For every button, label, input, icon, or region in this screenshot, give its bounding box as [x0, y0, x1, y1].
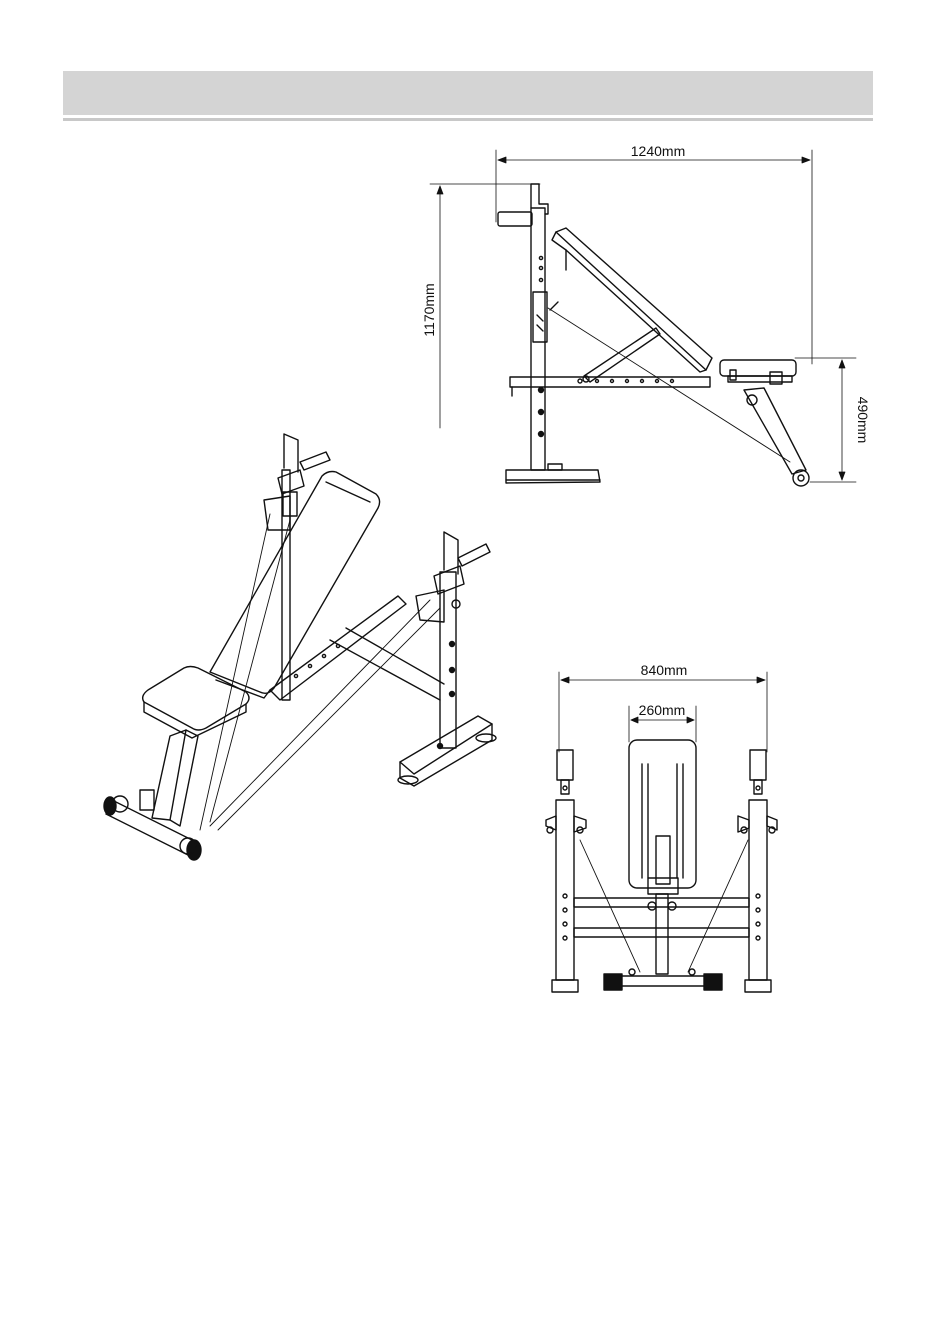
side-cable — [548, 308, 790, 462]
front-view: 840mm 260mm — [546, 662, 777, 992]
dim-seat-height-label: 490mm — [855, 397, 871, 444]
dim-backrest-width-label: 260mm — [639, 702, 686, 718]
front-right-upright — [738, 750, 777, 992]
front-backrest — [629, 740, 696, 894]
front-centre-post — [604, 894, 722, 990]
front-crossbars — [574, 840, 749, 972]
persp-left-upright — [264, 434, 330, 700]
side-seat — [720, 360, 796, 382]
persp-seat-leg — [140, 730, 198, 826]
dim-front-width-label: 840mm — [641, 662, 688, 678]
persp-front-base — [104, 796, 201, 860]
persp-backrest — [210, 472, 380, 699]
dim-seat-height — [795, 358, 856, 482]
dim-side-height — [430, 184, 540, 428]
side-upright — [498, 184, 558, 470]
dim-side-height-label: 1170mm — [421, 283, 437, 336]
side-frame-rail — [510, 377, 710, 396]
side-base-foot — [506, 464, 600, 483]
side-view: 1240mm 1170mm 490mm — [421, 143, 871, 486]
side-backrest — [552, 228, 712, 372]
persp-seat — [143, 667, 249, 739]
persp-right-upright — [416, 532, 490, 748]
dim-side-length — [496, 150, 812, 364]
side-front-leg — [744, 372, 809, 486]
front-left-upright — [546, 750, 586, 992]
persp-right-base — [398, 716, 496, 786]
perspective-view — [104, 434, 496, 860]
persp-cables — [200, 514, 440, 830]
dim-side-length-label: 1240mm — [631, 143, 685, 159]
